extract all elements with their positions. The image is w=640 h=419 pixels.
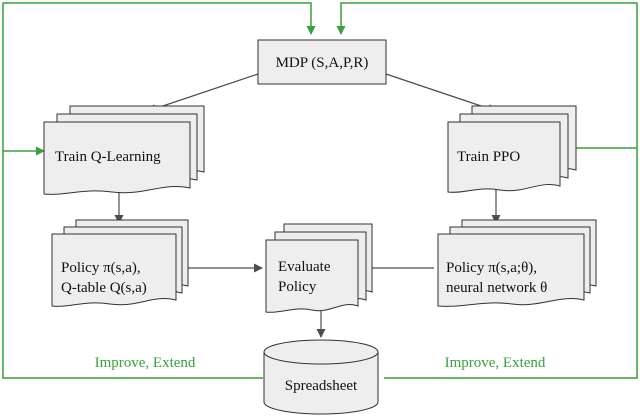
arrow-mdp-to-train-q [147,73,259,113]
feedback-left-line [2,2,316,379]
feedback-label-left: Improve, Extend [95,355,196,371]
node-policy-q [51,219,189,307]
train-ppo-label: Train PPO [457,149,520,165]
node-mdp: MDP (S,A,P,R) [257,39,387,85]
policy-q-line2: Q-table Q(s,a) [61,280,147,296]
spreadsheet-top [263,339,379,365]
evaluate-doc-front [265,239,359,313]
policy-ppo-line1: Policy π(s,a;θ), [446,260,537,276]
node-train-ppo [447,105,577,193]
node-evaluate [265,223,373,313]
train-ppo-doc-front [447,121,561,193]
policy-q-line1: Policy π(s,a), [61,260,141,276]
node-train-q [43,105,205,195]
node-policy-ppo [437,219,597,307]
feedback-loop [2,2,638,379]
feedback-label-right: Improve, Extend [445,355,546,371]
node-spreadsheet [263,339,379,415]
policy-ppo-line2: neural network θ [446,280,547,296]
evaluate-line2: Policy [278,279,317,295]
mdp-label: MDP (S,A,P,R) [276,55,369,71]
spreadsheet-label: Spreadsheet [285,378,358,394]
train-q-doc-front [43,121,191,195]
arrow-mdp-to-train-ppo [385,73,497,113]
policy-q-doc-front [51,233,177,307]
train-q-label: Train Q-Learning [55,149,161,165]
evaluate-line1: Evaluate [278,259,331,275]
spreadsheet-body [263,352,379,415]
mdp-box [257,39,387,85]
feedback-right-line [336,2,638,379]
policy-ppo-doc-front [437,233,585,307]
